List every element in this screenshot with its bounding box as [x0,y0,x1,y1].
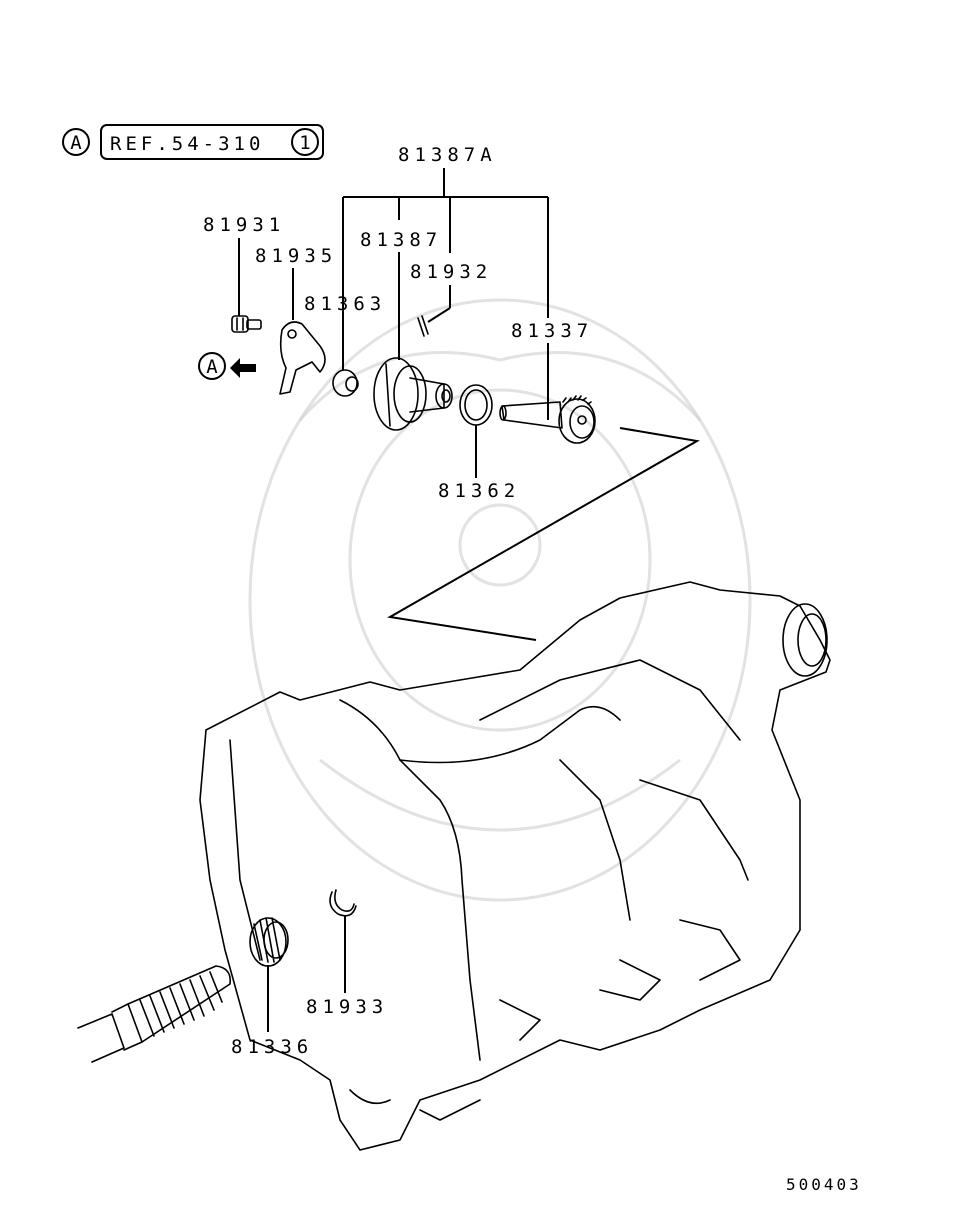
part-81337-gear [499,395,596,444]
part-81387-sleeve [373,357,453,431]
label-81362: 81362 [438,480,520,502]
label-81935: 81935 [255,245,337,267]
label-81931: 81931 [203,214,285,236]
part-81935-retainer [279,321,326,395]
reference-callout: A REF.54-310 1 [62,124,324,160]
label-81336: 81336 [231,1036,313,1058]
label-81387A: 81387A [398,144,497,166]
part-81363-bushing [332,369,359,397]
part-81933-snap-ring [329,889,357,917]
part-81931-bolt [231,315,262,333]
view-marker-a: A [198,352,256,380]
ref-marker: A [70,132,82,154]
ref-box [100,124,324,160]
label-81337: 81337 [511,320,593,342]
output-shaft [77,965,232,1063]
diagram-code: 500403 [786,1175,862,1194]
ref-text: REF.54-310 [110,133,264,155]
ref-index: 1 [299,132,310,154]
leader-lines [238,168,549,1032]
part-81932-pin [417,315,429,337]
label-81387: 81387 [360,229,442,251]
installation-guide [387,427,700,641]
label-81933: 81933 [306,996,388,1018]
arrow-left-icon [230,358,256,378]
ref-index-circle [291,128,319,156]
ref-marker-circle [62,128,90,156]
label-81363: 81363 [304,293,386,315]
view-marker-letter: A [206,356,218,378]
part-81336-gear [249,917,289,967]
watermark-emblem [248,298,752,902]
label-81932: 81932 [410,261,492,283]
part-81362-o-ring [459,384,493,426]
transmission-case [199,581,831,1151]
